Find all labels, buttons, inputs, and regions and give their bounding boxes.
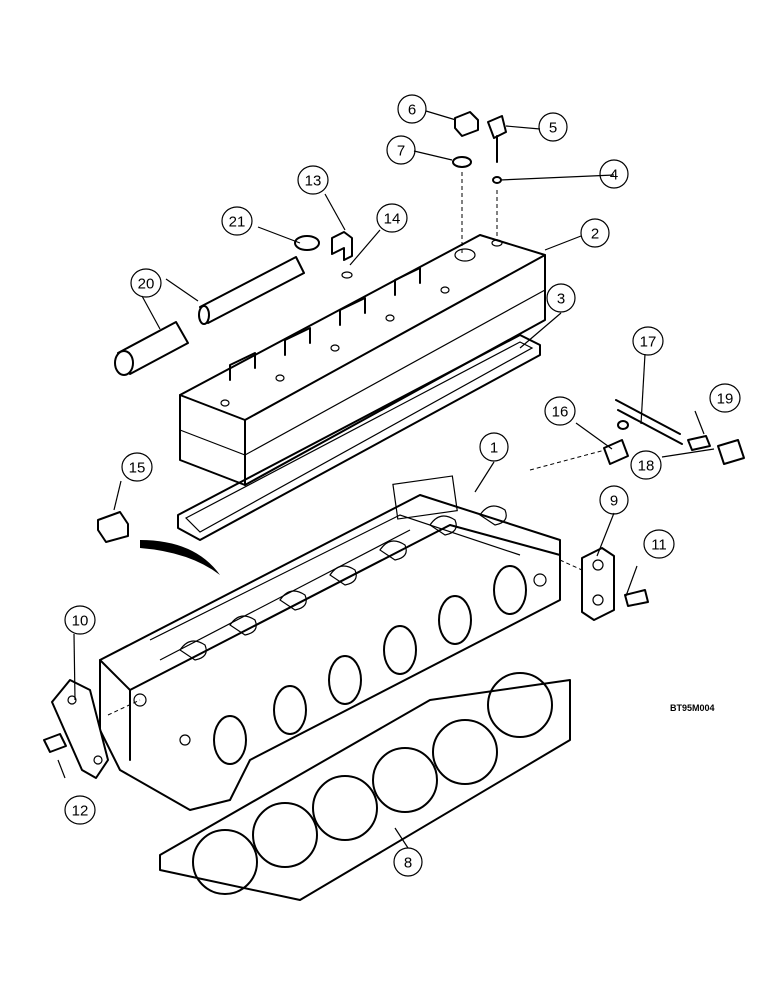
svg-text:11: 11 xyxy=(651,537,667,554)
svg-text:4: 4 xyxy=(610,167,618,184)
cylinder-head-drawing xyxy=(99,475,561,811)
svg-text:3: 3 xyxy=(557,291,565,308)
svg-text:16: 16 xyxy=(552,404,569,421)
callout-15: 15 xyxy=(121,452,153,482)
figure-code: BT95M004 xyxy=(670,703,715,713)
svg-text:6: 6 xyxy=(408,102,416,119)
callout-8: 8 xyxy=(393,847,423,877)
callout-2: 2 xyxy=(580,218,610,248)
callout-18: 18 xyxy=(630,450,662,480)
svg-text:17: 17 xyxy=(640,334,657,351)
callout-10: 10 xyxy=(64,605,96,635)
svg-text:19: 19 xyxy=(717,391,734,408)
rocker-cover-drawing xyxy=(179,234,546,486)
svg-text:5: 5 xyxy=(549,120,557,137)
svg-text:21: 21 xyxy=(229,214,246,231)
callout-19: 19 xyxy=(709,383,741,413)
callout-14: 14 xyxy=(376,203,408,233)
callout-11: 11 xyxy=(643,529,675,559)
svg-text:8: 8 xyxy=(404,855,412,872)
callout-4: 4 xyxy=(599,159,629,189)
svg-text:14: 14 xyxy=(384,211,401,228)
callout-16: 16 xyxy=(544,396,576,426)
head-gasket-drawing xyxy=(159,672,571,901)
callout-3: 3 xyxy=(546,283,576,313)
svg-text:12: 12 xyxy=(72,803,89,820)
hose-drawing xyxy=(114,256,305,376)
callout-20: 20 xyxy=(130,268,162,298)
svg-text:15: 15 xyxy=(129,460,146,477)
svg-text:7: 7 xyxy=(397,143,405,160)
callout-5: 5 xyxy=(538,112,568,142)
svg-text:10: 10 xyxy=(72,613,89,630)
direction-arrow xyxy=(140,540,220,575)
svg-text:1: 1 xyxy=(490,440,498,457)
callout-9: 9 xyxy=(599,485,629,515)
svg-text:2: 2 xyxy=(591,226,599,243)
svg-text:13: 13 xyxy=(305,173,322,190)
callout-13: 13 xyxy=(297,165,329,195)
svg-text:18: 18 xyxy=(638,458,655,475)
svg-text:9: 9 xyxy=(610,493,618,510)
callout-7: 7 xyxy=(386,135,416,165)
rocker-cover-gasket-drawing xyxy=(177,334,541,541)
callout-12: 12 xyxy=(64,795,96,825)
callout-6: 6 xyxy=(397,94,427,124)
svg-text:20: 20 xyxy=(138,276,155,293)
callout-21: 21 xyxy=(221,206,253,236)
callout-17: 17 xyxy=(632,326,664,356)
leader-lines xyxy=(57,110,715,849)
callout-1: 1 xyxy=(479,432,509,462)
